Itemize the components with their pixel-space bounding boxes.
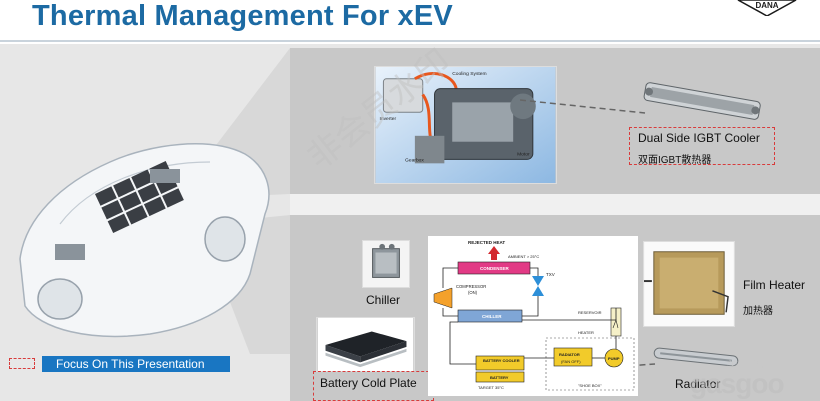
film-heater-label-cn: 加热器 [743,306,773,317]
rejected-heat-arrow [488,246,500,260]
car-body [19,143,270,338]
label-cooling-system: Cooling System [452,71,486,77]
reservoir-label: RESERVOIR [578,310,602,315]
film-heater-image [643,241,735,327]
radiator-image [653,347,739,367]
chiller-image [362,240,410,288]
film-heater-label: Film Heater [743,278,806,292]
car-roofline [59,161,211,225]
shoe-box-region [545,337,635,391]
battery-pack [95,161,184,233]
label-gearbox: Gearbox [405,157,424,163]
line-condenser-txv [530,267,539,276]
focus-legend-swatch [9,358,35,369]
watermark-site-cn: 盖世汽车 [726,359,779,374]
compressor-block [433,287,453,309]
chiller-block-label: CHILLER [482,314,502,319]
line-txv-chiller [522,296,539,317]
dana-logo: DANA [737,0,797,16]
watermark-site: gasgoo [690,368,785,399]
thermal-loop-diagram: REJECTED HEAT AMBIENT > 25°C CONDENSER T… [428,236,638,396]
igbt-cooler-label-cn: 双面IGBT散热器 [638,155,712,166]
igbt-cooler-label: Dual Side IGBT Cooler [638,131,760,145]
line-chiller-compressor [442,308,458,317]
rear-wheel [204,216,246,262]
rejected-heat-label: REJECTED HEAT [468,240,505,245]
chiller-label: Chiller [366,293,401,307]
front-motor [55,244,85,260]
connector-line-top [520,99,646,114]
line-compressor-condenser [442,267,458,288]
radiator-label: Radiator [675,377,721,391]
battery-label: BATTERY [490,375,509,380]
igbt-cooler-callout [629,127,775,165]
battery-cold-plate-label: Battery Cold Plate [320,376,417,390]
txv-label: TXV [546,272,555,277]
logo-text: DANA [755,1,778,10]
label-motor: Motor [517,151,530,157]
front-wheel [37,278,83,320]
shoe-box-label: "SHOE BOX" [578,383,602,388]
battery-block [475,371,525,383]
powertrain-cutaway-image: Cooling System Inverter Gearbox Motor [374,66,557,184]
line-chiller-reservoir [522,308,617,321]
igbt-cooler-image [643,82,761,120]
txv-valve-top [532,276,544,286]
ambient-label: AMBIENT > 25°C [508,254,539,259]
label-inverter: Inverter [379,116,396,122]
compressor-label: COMPRESSOR [456,284,486,289]
line-battery-chiller [449,321,476,365]
compressor-state-label: (ON) [468,290,478,295]
header-divider [0,40,820,42]
fan-state-label: (FAN OFF) [561,359,581,364]
car-illustration [19,48,290,354]
pump-label: PUMP [608,356,620,361]
battery-cooler-label: BATTERY COOLER [483,358,520,363]
radiator-block-label: RADIATOR [559,352,580,357]
txv-valve-bottom [532,286,544,296]
page-title: Thermal Management For xEV [32,0,453,32]
battery-cooler-block [475,355,525,371]
rear-motor [150,169,180,183]
focus-legend-label: Focus On This Presentation [42,356,230,372]
condenser-label: CONDENSER [480,266,510,271]
target-label: TARGET 35°C [478,385,504,390]
panel-separator [290,194,820,215]
battery-cold-plate-image [316,317,415,372]
radiator-block [553,347,593,367]
heater-label: HEATER [578,330,594,335]
